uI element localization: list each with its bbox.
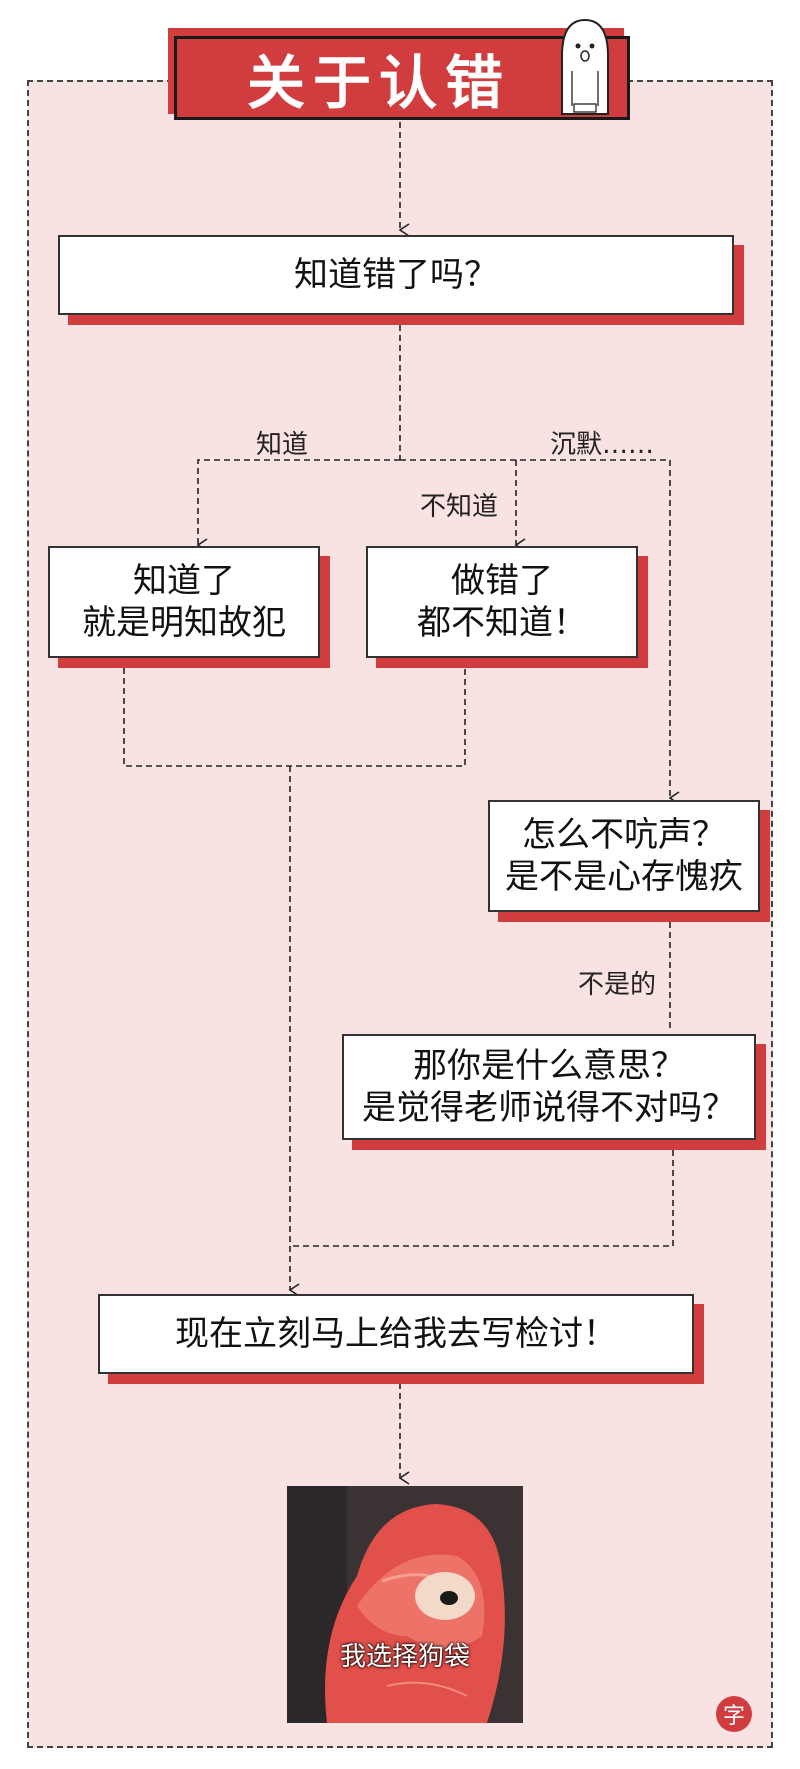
node-result: 现在立刻马上给我去写检讨！ <box>98 1294 694 1374</box>
brand-badge: 字 <box>716 1696 752 1732</box>
dog-bag-image <box>287 1486 523 1723</box>
photo-caption: 我选择狗袋 <box>287 1636 523 1673</box>
edge-know <box>198 460 400 545</box>
node-knowing: 知道了 就是明知故犯 <box>48 546 320 658</box>
node-knowing-line2: 就是明知故犯 <box>82 602 286 645</box>
label-no: 不是的 <box>578 964 656 1001</box>
label-dont-know: 不知道 <box>420 486 498 523</box>
node-meaning-line2: 是觉得老师说得不对吗？ <box>362 1087 736 1130</box>
brand-badge-glyph: 字 <box>723 1698 745 1730</box>
node-meaning: 那你是什么意思？ 是觉得老师说得不对吗？ <box>342 1034 756 1140</box>
ghost-icon <box>552 16 618 116</box>
node-knowing-line1: 知道了 <box>82 560 286 603</box>
node-start-text: 知道错了吗？ <box>294 254 498 297</box>
node-not-knowing-line1: 做错了 <box>417 560 587 603</box>
node-result-text: 现在立刻马上给我去写检讨！ <box>175 1313 617 1356</box>
node-silent-line2: 是不是心存愧疚 <box>505 856 743 899</box>
page-title: 关于认错 <box>247 36 511 120</box>
label-know: 知道 <box>256 424 308 461</box>
node-meaning-line1: 那你是什么意思？ <box>362 1045 736 1088</box>
edge-meaning-merge <box>290 1150 673 1246</box>
node-silent: 怎么不吭声？ 是不是心存愧疚 <box>488 800 760 912</box>
edge-merge-top <box>124 668 465 766</box>
node-silent-line1: 怎么不吭声？ <box>505 814 743 857</box>
node-start: 知道错了吗？ <box>58 235 734 315</box>
node-not-knowing: 做错了 都不知道！ <box>366 546 638 658</box>
node-not-knowing-line2: 都不知道！ <box>417 602 587 645</box>
dog-bag-photo: 我选择狗袋 <box>287 1486 523 1723</box>
label-silence: 沉默…… <box>550 424 654 461</box>
